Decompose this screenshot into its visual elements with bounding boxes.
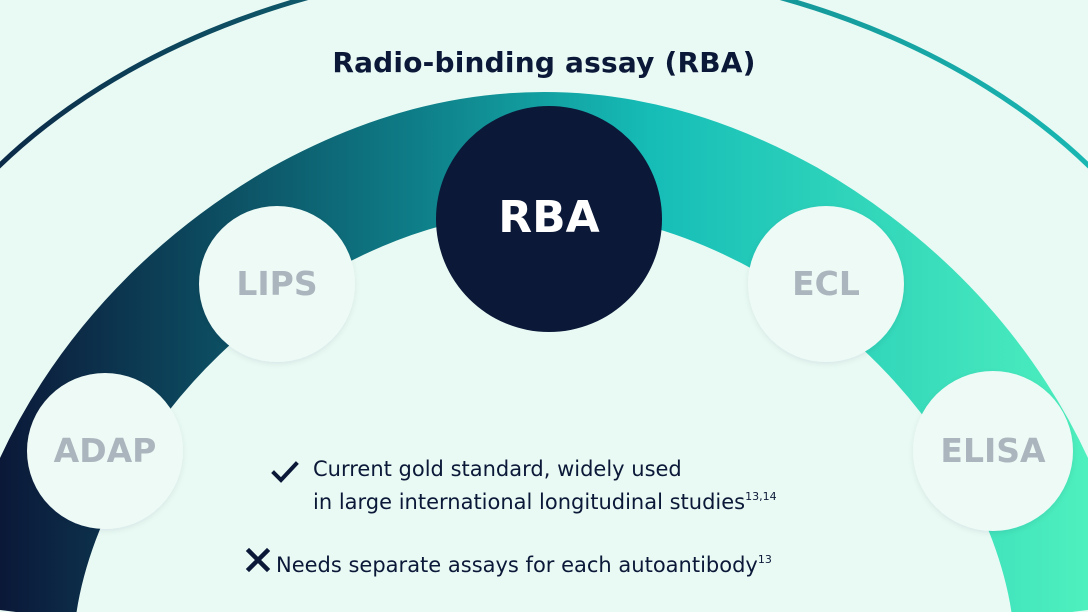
pro-point-line-2: in large international longitudinal stud… xyxy=(313,490,777,514)
method-circle-rba xyxy=(436,106,662,332)
check-icon xyxy=(271,461,299,483)
outer-ring xyxy=(0,0,1088,169)
pro-point-reference: 13,14 xyxy=(745,490,777,503)
method-circle-elisa xyxy=(913,371,1073,531)
method-label-elisa: ELISA xyxy=(940,430,1046,470)
method-label-rba: RBA xyxy=(498,191,600,243)
method-circle-lips xyxy=(199,206,355,362)
con-point-reference: 13 xyxy=(757,553,772,566)
con-point-line-1: Needs separate assays for each autoantib… xyxy=(276,553,772,577)
page-title: Radio-binding assay (RBA) xyxy=(332,46,756,79)
method-label-adap: ADAP xyxy=(53,430,157,470)
method-circle-ecl xyxy=(748,206,904,362)
pro-point-line-1: Current gold standard, widely used xyxy=(313,457,682,481)
method-circle-adap xyxy=(27,373,183,529)
cross-icon xyxy=(245,547,271,573)
method-label-ecl: ECL xyxy=(792,263,860,303)
method-label-lips: LIPS xyxy=(236,263,318,303)
